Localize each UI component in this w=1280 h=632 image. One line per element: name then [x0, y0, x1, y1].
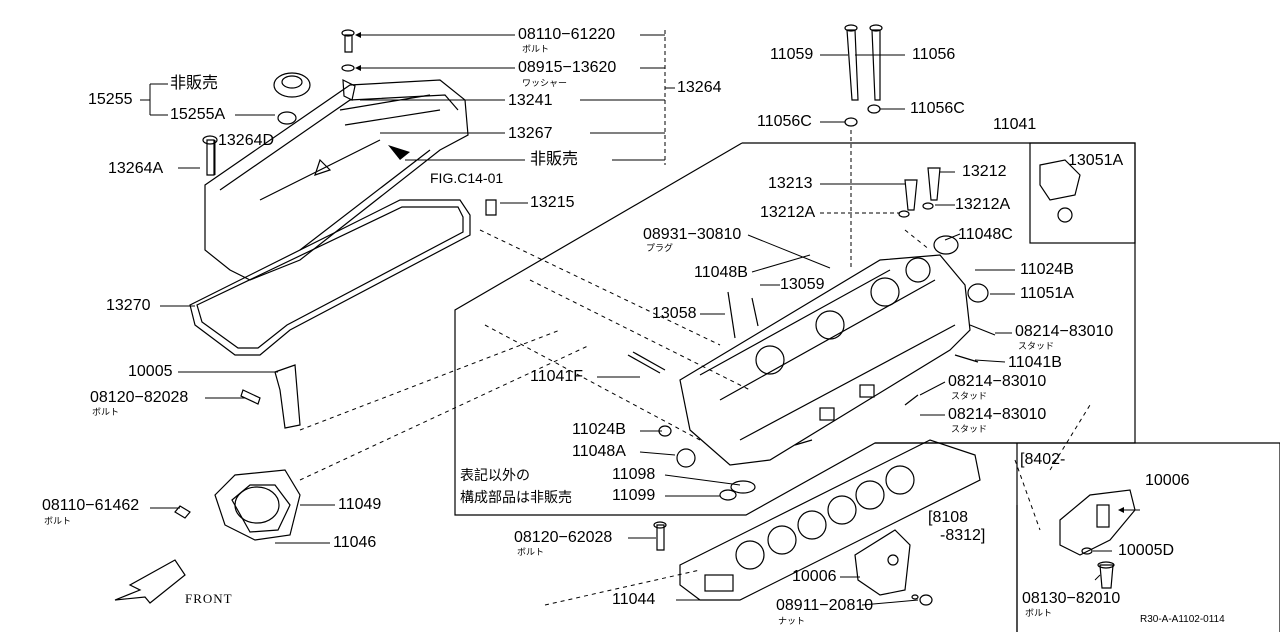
- label-10005: 10005: [128, 363, 173, 380]
- front-arrow: [114, 559, 186, 604]
- label-08120-82028: 08120−82028: [90, 389, 189, 406]
- label-11056C-r: 11056C: [910, 100, 965, 117]
- oil-cap-seal: [277, 111, 297, 125]
- cylinder-head: [679, 254, 971, 466]
- label-11044: 11044: [612, 591, 656, 608]
- label-11041F: 11041F: [530, 368, 584, 385]
- label-08214-83010-b: 08214−83010: [948, 373, 1047, 390]
- sublabel-nut: ナット: [778, 616, 806, 626]
- label-08120-62028: 08120−62028: [514, 529, 613, 546]
- label-08214-83010-a: 08214−83010: [1015, 323, 1114, 340]
- label-11056: 11056: [912, 46, 956, 63]
- sublabel-bolt-5: ボルト: [1025, 608, 1053, 618]
- label-11056C-l: 11056C: [757, 113, 812, 130]
- label-08915-13620: 08915−13620: [518, 59, 617, 76]
- label-08110-61220: 08110−61220: [518, 26, 616, 43]
- head-bolt-11056: [871, 29, 881, 101]
- label-11046: 11046: [333, 534, 377, 551]
- label-11048C: 11048C: [958, 226, 1013, 243]
- label-11098: 11098: [612, 466, 656, 483]
- label-10006-b: 10006: [792, 568, 837, 585]
- label-fig-ref: FIG.C14-01: [430, 170, 504, 186]
- label-11041: 11041: [993, 116, 1037, 133]
- label-13215: 13215: [530, 194, 575, 211]
- label-range-8402: [8402-: [1020, 451, 1066, 468]
- label-13212A-r: 13212A: [955, 196, 1011, 213]
- label-11051A: 11051A: [1020, 285, 1074, 302]
- label-11048B: 11048B: [694, 264, 748, 281]
- label-11024B-l: 11024B: [572, 421, 626, 438]
- valve-cover: [204, 79, 469, 281]
- label-13270: 13270: [106, 297, 151, 314]
- sublabel-bolt-4: ボルト: [517, 547, 545, 557]
- label-hihanbai: 非販売: [530, 151, 579, 168]
- label-11048A: 11048A: [572, 443, 626, 460]
- label-13212A-l: 13212A: [760, 204, 816, 221]
- sublabel-stud-3: スタッド: [951, 424, 988, 434]
- label-range-8312: -8312]: [940, 527, 986, 544]
- head-gasket: [679, 439, 981, 601]
- label-note-2: 構成部品は非販売: [460, 489, 572, 505]
- water-outlet: [214, 469, 301, 541]
- label-15255: 15255: [88, 91, 133, 108]
- label-10006-r: 10006: [1145, 472, 1190, 489]
- figure-id: R30-A-A1102-0114: [1140, 614, 1225, 625]
- sublabel-plug: プラグ: [646, 243, 674, 253]
- head-bolt-11059: [846, 29, 859, 101]
- sublabel-bolt-2: ボルト: [92, 407, 120, 417]
- bracket-10006-r: [1059, 489, 1136, 556]
- label-13058: 13058: [652, 305, 697, 322]
- label-13264: 13264: [677, 79, 722, 96]
- label-hihanbai-cap: 非販売: [170, 75, 219, 92]
- sublabel-stud-1: スタッド: [1018, 341, 1055, 351]
- label-11049: 11049: [338, 496, 382, 513]
- detail-box-13051A: [1029, 142, 1136, 244]
- label-front: FRONT: [185, 591, 233, 606]
- label-08110-61462: 08110−61462: [42, 497, 140, 514]
- bracket-10006-b: [854, 529, 911, 596]
- label-13241: 13241: [508, 92, 553, 109]
- label-13267: 13267: [508, 125, 553, 142]
- bolt-08110: [344, 34, 353, 53]
- direction-arrow: [388, 145, 410, 160]
- label-11059: 11059: [770, 46, 814, 63]
- label-13213: 13213: [768, 175, 813, 192]
- sublabel-bolt-1: ボルト: [522, 44, 550, 54]
- sublabel-stud-2: スタッド: [951, 391, 988, 401]
- label-11041B: 11041B: [1008, 354, 1062, 371]
- label-10005D: 10005D: [1118, 542, 1175, 559]
- label-13264D: 13264D: [218, 132, 275, 149]
- bracket-10005: [274, 364, 301, 429]
- label-08214-83010-c: 08214−83010: [948, 406, 1047, 423]
- outlet-gasket: [231, 484, 291, 533]
- label-11024B-r: 11024B: [1020, 261, 1074, 278]
- sublabel-washer: ワッシャー: [522, 78, 568, 88]
- label-13059: 13059: [780, 276, 825, 293]
- label-note-1: 表記以外の: [460, 467, 530, 483]
- label-13212: 13212: [962, 163, 1007, 180]
- label-15255A: 15255A: [170, 106, 226, 123]
- label-08130-82010: 08130−82010: [1022, 590, 1121, 607]
- label-13264A: 13264A: [108, 160, 164, 177]
- label-08931-30810: 08931−30810: [643, 226, 742, 243]
- label-11099: 11099: [612, 487, 656, 504]
- label-range-8108: [8108: [928, 509, 969, 526]
- oil-cap: [273, 72, 311, 98]
- cover-gasket: [189, 199, 471, 356]
- label-13051A: 13051A: [1068, 152, 1124, 169]
- sublabel-bolt-3: ボルト: [44, 516, 72, 526]
- label-08911-20810: 08911−20810: [776, 597, 874, 614]
